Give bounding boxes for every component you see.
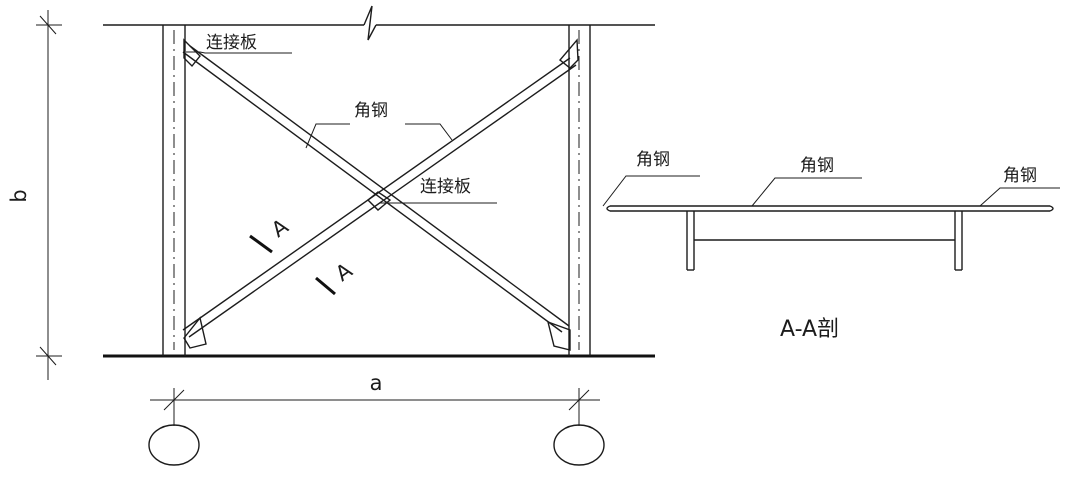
- section-leg-left: [686, 211, 695, 271]
- section-view: 角钢 角钢 角钢 A-A剖: [602, 150, 1060, 342]
- label-angle-center: 角钢: [354, 101, 388, 121]
- label-section-right: 角钢: [1003, 166, 1037, 186]
- left-column: [162, 25, 186, 356]
- gusset-plate-top-right: [558, 38, 579, 69]
- dimension-a: a: [150, 371, 600, 420]
- section-leg-right: [954, 211, 963, 271]
- gusset-plate-bottom-right: [547, 320, 571, 351]
- label-plate-center: 连接板: [420, 177, 471, 197]
- label-section-left: 角钢: [636, 150, 670, 170]
- section-title: A-A剖: [780, 317, 839, 342]
- gusset-plate-center: [366, 191, 392, 211]
- axis-bubble-left: [148, 424, 200, 466]
- gusset-plate-bottom-left: [183, 316, 207, 349]
- label-plate-top: 连接板: [206, 33, 257, 53]
- axis-bubble-right: [553, 424, 605, 466]
- right-column: [568, 25, 591, 356]
- elevation-view: 连接板 角钢 连接板 A A b a: [7, 5, 655, 466]
- leader-angle-left: [305, 123, 350, 149]
- top-beam-line: [103, 5, 655, 41]
- leader-plate-top: [186, 51, 292, 54]
- cut-mark-upper-label: A: [267, 214, 293, 242]
- leader-section-right: [979, 187, 1060, 207]
- leader-section-mid: [751, 177, 862, 207]
- dimension-a-label: a: [370, 371, 383, 395]
- angle-brace-1: [182, 45, 570, 333]
- cut-mark-lower-bar: [315, 276, 336, 296]
- cut-mark-upper-bar: [249, 234, 273, 254]
- cut-mark-lower-label: A: [331, 258, 357, 286]
- dimension-b-label: b: [7, 189, 31, 202]
- gusset-plate-top-left: [183, 38, 201, 68]
- section-angle-flange: [606, 205, 1054, 212]
- label-section-mid: 角钢: [800, 156, 834, 176]
- leader-angle-right: [405, 123, 453, 141]
- dimension-b: b: [7, 10, 62, 380]
- leader-section-left: [602, 175, 700, 207]
